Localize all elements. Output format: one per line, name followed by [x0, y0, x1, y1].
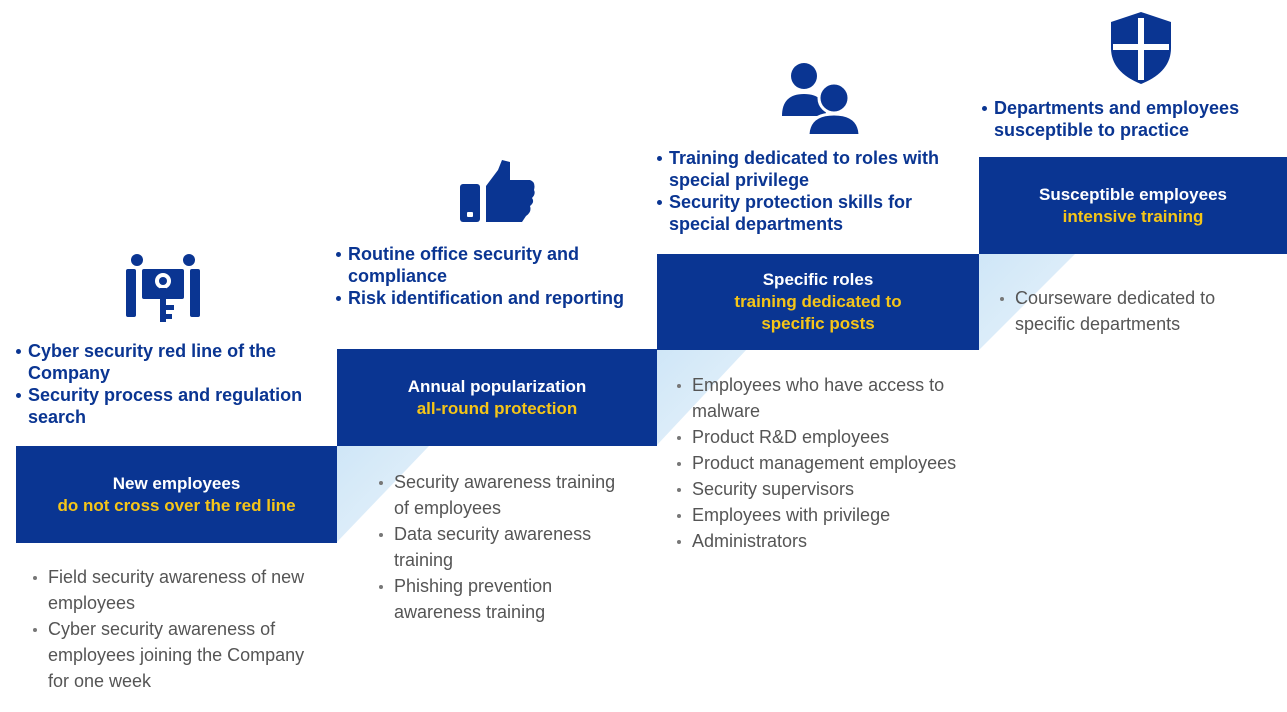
- users-icon: [782, 63, 860, 134]
- stage-1-focus-item: Cyber security red line of the Company: [16, 340, 316, 384]
- stage-3-focus-list: Training dedicated to roles with special…: [657, 147, 967, 235]
- stage-4-box: Susceptible employees intensive training: [979, 157, 1287, 254]
- stage-1-detail-list: Field security awareness of new employee…: [30, 564, 330, 694]
- stage-2-detail-item: Phishing prevention awareness training: [376, 573, 626, 625]
- stage-2-focus-item: Risk identification and reporting: [336, 287, 646, 309]
- stage-1-subtitle: do not cross over the red line: [57, 495, 296, 515]
- stage-1-title: New employees: [112, 473, 241, 493]
- stage-3-detail-item: Employees with privilege: [674, 502, 974, 528]
- stage-1-box: New employees do not cross over the red …: [16, 446, 337, 543]
- stage-3-box: Specific roles training dedicated to spe…: [657, 254, 979, 350]
- stage-1-detail-item: Cyber security awareness of employees jo…: [30, 616, 330, 694]
- shield-icon: [1111, 12, 1171, 84]
- stage-1-focus-list: Cyber security red line of the Company S…: [16, 340, 316, 428]
- stage-4-focus-list: Departments and employees susceptible to…: [982, 97, 1282, 141]
- thumbs-up-icon: [460, 160, 535, 222]
- stage-4-subtitle: intensive training: [1062, 206, 1204, 226]
- people-key-icon: [126, 254, 200, 322]
- stage-3-subtitle: training dedicated to specific posts: [734, 292, 902, 333]
- stage-2-focus-item: Routine office security and compliance: [336, 243, 646, 287]
- stage-3-detail-item: Employees who have access to malware: [674, 372, 974, 424]
- stage-2-detail-item: Data security awareness training: [376, 521, 626, 573]
- stage-4-title: Susceptible employees: [1038, 184, 1228, 204]
- stage-3-detail-item: Product management employees: [674, 450, 974, 476]
- stage-2-title: Annual popularization: [407, 376, 587, 396]
- stage-3-detail-item: Administrators: [674, 528, 974, 554]
- stage-3-title: Specific roles: [762, 270, 874, 289]
- stage-2-detail-item: Security awareness training of employees: [376, 469, 626, 521]
- stage-3-focus-item: Training dedicated to roles with special…: [657, 147, 967, 191]
- stage-3-detail-item: Product R&D employees: [674, 424, 974, 450]
- stage-2-focus-list: Routine office security and compliance R…: [336, 243, 646, 309]
- stage-4-focus-item: Departments and employees susceptible to…: [982, 97, 1282, 141]
- stage-3-detail-list: Employees who have access to malware Pro…: [674, 372, 974, 554]
- stage-1-detail-item: Field security awareness of new employee…: [30, 564, 330, 616]
- stage-4-detail-item: Courseware dedicated to specific departm…: [997, 285, 1247, 337]
- stage-4-detail-list: Courseware dedicated to specific departm…: [997, 285, 1247, 337]
- stage-2-box: Annual popularization all-round protecti…: [337, 349, 657, 446]
- stage-3-detail-item: Security supervisors: [674, 476, 974, 502]
- stage-1-focus-item: Security process and regulation search: [16, 384, 316, 428]
- stage-2-detail-list: Security awareness training of employees…: [376, 469, 626, 625]
- stage-2-subtitle: all-round protection: [416, 398, 578, 418]
- stage-3-focus-item: Security protection skills for special d…: [657, 191, 967, 235]
